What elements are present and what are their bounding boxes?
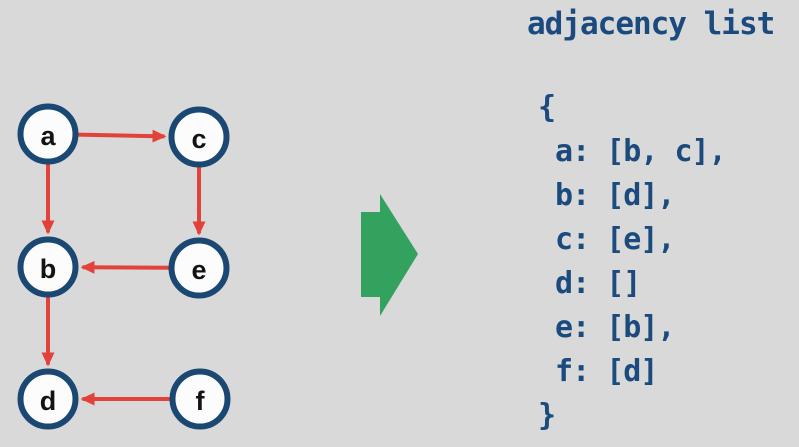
node-label-d: d xyxy=(40,386,57,416)
node-label-f: f xyxy=(196,386,206,416)
node-circle-b xyxy=(17,236,79,298)
code-line-5: e: [b], xyxy=(538,310,675,345)
node-circle-d xyxy=(17,368,79,430)
node-label-c: c xyxy=(191,124,206,154)
node-label-e: e xyxy=(191,255,206,285)
node-circle-f xyxy=(169,368,231,430)
code-line-7: } xyxy=(538,398,556,433)
right-block-arrow-icon xyxy=(361,194,418,316)
code-line-4: d: [] xyxy=(538,266,641,301)
graph-node-a: a xyxy=(17,103,79,165)
node-circle-c xyxy=(168,106,230,168)
graph-node-b: b xyxy=(17,236,79,298)
directed-graph-diagram: a c b e d f xyxy=(17,103,418,430)
node-label-a: a xyxy=(40,121,56,151)
graph-node-f: f xyxy=(169,368,231,430)
code-line-0: { xyxy=(538,90,556,125)
graph-node-e: e xyxy=(168,237,230,299)
graph-node-c: c xyxy=(168,106,230,168)
code-line-3: c: [e], xyxy=(538,222,675,257)
page-title: adjacency list xyxy=(527,6,775,42)
adjacency-list-code: { a: [b, c], b: [d], c: [e], d: [] e: [b… xyxy=(538,86,727,438)
code-line-2: b: [d], xyxy=(538,178,675,213)
node-circle-e xyxy=(168,237,230,299)
graph-edge-e-b xyxy=(80,260,170,274)
code-line-6: f: [d] xyxy=(538,354,658,389)
node-label-b: b xyxy=(40,254,57,284)
code-line-1: a: [b, c], xyxy=(538,134,727,169)
graph-node-d: d xyxy=(17,368,79,430)
node-circle-a xyxy=(17,103,79,165)
graph-edge-a-c xyxy=(77,129,167,143)
